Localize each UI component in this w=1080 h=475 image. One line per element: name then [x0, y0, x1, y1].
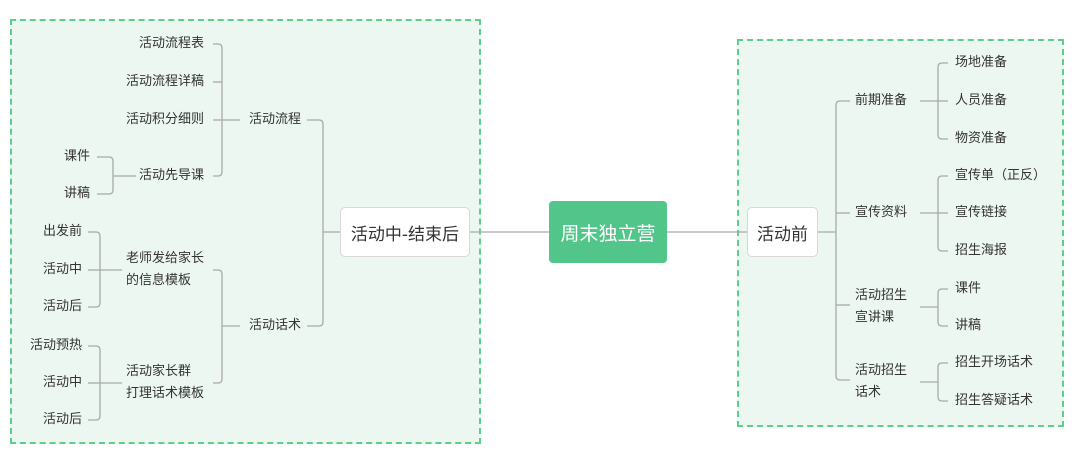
node-talk-item[interactable]: 招生答疑话术 — [955, 393, 1034, 408]
node-promo-item[interactable]: 宣传链接 — [955, 205, 1008, 220]
node-label-line: 活动招生 — [855, 288, 908, 303]
node-label-line: 老师发给家长 — [126, 251, 205, 266]
connector — [213, 269, 223, 275]
connector — [937, 175, 948, 181]
connector — [937, 396, 948, 402]
node-talk-item[interactable]: 招生开场话术 — [955, 355, 1034, 370]
node-label-line: 活动招生 — [855, 363, 908, 378]
connector — [307, 119, 324, 125]
connector — [97, 156, 114, 162]
connector — [213, 43, 223, 49]
root-node[interactable]: 周末独立营 — [549, 201, 667, 263]
node-lecture[interactable]: 活动招生宣讲课 — [855, 285, 907, 329]
connector — [937, 321, 948, 327]
node-preclass-item[interactable]: 讲稿 — [63, 186, 90, 201]
node-flow-item[interactable]: 活动先导课 — [138, 168, 204, 183]
node-flow-item[interactable]: 活动积分细则 — [125, 112, 204, 127]
node-after[interactable]: 活动中-结束后 — [340, 207, 470, 257]
connector — [88, 345, 101, 351]
node-prep[interactable]: 前期准备 — [855, 93, 908, 108]
node-promo-item[interactable]: 宣传单（正反） — [955, 168, 1047, 183]
node-group-item[interactable]: 活动预热 — [29, 338, 82, 353]
connector — [88, 302, 101, 308]
node-label-line: 的信息模板 — [126, 273, 192, 288]
node-label-line: 活动家长群 — [126, 364, 192, 379]
connector — [937, 62, 948, 68]
connector — [937, 288, 948, 294]
node-promo-item[interactable]: 招生海报 — [955, 243, 1008, 258]
connector — [97, 189, 114, 195]
connector — [88, 231, 101, 237]
node-preclass-item[interactable]: 课件 — [63, 149, 90, 164]
connector — [213, 171, 223, 177]
node-flow[interactable]: 活动流程 — [249, 112, 302, 127]
connector — [213, 378, 223, 384]
connector — [307, 321, 324, 327]
connector — [937, 134, 948, 140]
node-group-template[interactable]: 活动家长群打理话术模板 — [126, 361, 204, 405]
node-teacher-item[interactable]: 出发前 — [42, 224, 82, 239]
node-lecture-item[interactable]: 课件 — [955, 281, 982, 296]
connector — [835, 100, 850, 106]
node-talk[interactable]: 活动招生话术 — [855, 360, 907, 404]
node-lecture-item[interactable]: 讲稿 — [955, 318, 982, 333]
node-teacher-item[interactable]: 活动后 — [42, 299, 82, 314]
connector — [937, 246, 948, 252]
node-label-line: 宣讲课 — [855, 310, 895, 325]
node-prep-item[interactable]: 物资准备 — [955, 131, 1008, 146]
node-label-line: 打理话术模板 — [126, 386, 205, 401]
node-promo[interactable]: 宣传资料 — [855, 205, 908, 220]
node-group-item[interactable]: 活动后 — [42, 412, 82, 427]
node-teacher-item[interactable]: 活动中 — [42, 262, 82, 277]
node-label-line: 话术 — [855, 385, 882, 400]
node-scripts[interactable]: 活动话术 — [249, 318, 302, 333]
connector — [937, 362, 948, 368]
node-before[interactable]: 活动前 — [747, 207, 818, 257]
node-teacher-template[interactable]: 老师发给家长的信息模板 — [126, 248, 204, 292]
node-prep-item[interactable]: 人员准备 — [955, 93, 1008, 108]
connector — [835, 375, 850, 381]
node-flow-item[interactable]: 活动流程表 — [138, 36, 204, 51]
node-prep-item[interactable]: 场地准备 — [955, 55, 1008, 70]
node-flow-item[interactable]: 活动流程详稿 — [125, 74, 204, 89]
node-group-item[interactable]: 活动中 — [42, 375, 82, 390]
connector — [88, 415, 101, 421]
